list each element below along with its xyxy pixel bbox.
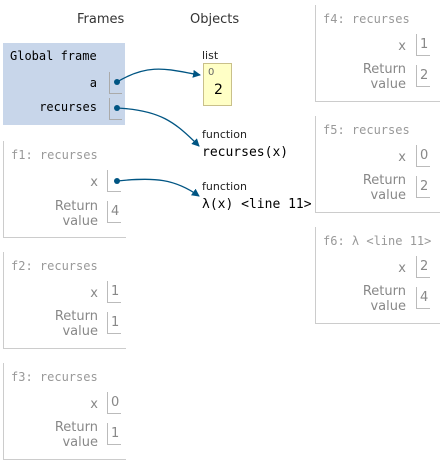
frame-f6-x-cell: 2 — [416, 256, 430, 278]
list-object-type: list — [202, 49, 219, 62]
pointer-a-arrow — [116, 68, 201, 83]
frame-f2-return-label: Return value — [55, 309, 98, 339]
return-label-line2: value — [62, 214, 98, 229]
frame-f2-x-cell: 1 — [107, 281, 121, 303]
frame-f2-return-cell: 1 — [107, 312, 121, 334]
return-label-line1: Return — [362, 62, 406, 77]
frame-f6: f6: λ <line 11> x 2 Return value 4 — [315, 227, 440, 324]
function-object-type: function — [202, 128, 247, 141]
frame-f1: f1: recurses x Return value 4 — [3, 141, 126, 238]
global-frame-title: Global frame — [10, 49, 97, 63]
frames-header: Frames — [77, 12, 125, 27]
function-recurses: recurses(x) — [202, 145, 289, 160]
global-var-a: a — [89, 76, 97, 90]
frame-f5-title: f5: recurses — [323, 123, 410, 137]
frame-f6-x-label: x — [398, 261, 406, 276]
frame-f5: f5: recurses x 0 Return value 2 — [315, 116, 440, 213]
frame-f3-return-cell: 1 — [107, 423, 121, 445]
global-var-a-cell — [109, 72, 122, 94]
return-label-line1: Return — [54, 199, 98, 214]
frame-f1-return-cell: 4 — [107, 201, 121, 223]
global-var-recurses: recurses — [39, 100, 97, 114]
frame-f5-return-cell: 2 — [416, 176, 430, 198]
frame-f2: f2: recurses x 1 Return value 1 — [3, 252, 126, 349]
return-label-line2: value — [370, 77, 406, 92]
frame-f3-x-label: x — [90, 397, 98, 412]
return-label-line1: Return — [362, 173, 406, 188]
global-var-recurses-cell — [109, 98, 122, 120]
return-label-line2: value — [62, 324, 98, 339]
return-label-line2: value — [370, 299, 406, 314]
pointer-f1-x-arrow — [116, 178, 200, 197]
return-label-line2: value — [370, 188, 406, 203]
function-lambda: λ(x) <line 11> — [202, 197, 312, 212]
objects-header: Objects — [190, 12, 240, 27]
frame-f4-return-label: Return value — [363, 62, 406, 92]
frame-f2-x-label: x — [90, 286, 98, 301]
frame-f1-return-label: Return value — [55, 199, 98, 229]
frame-f5-x-cell: 0 — [416, 145, 430, 167]
return-label-line2: value — [62, 435, 98, 450]
pointer-recurses-arrow — [116, 107, 200, 147]
frame-f3-return-label: Return value — [55, 420, 98, 450]
return-label-line1: Return — [54, 309, 98, 324]
function-object-type: function — [202, 180, 247, 193]
return-label-line1: Return — [54, 420, 98, 435]
list-object: 0 2 — [203, 63, 232, 106]
frame-f6-title: f6: λ <line 11> — [323, 234, 432, 248]
frame-f4: f4: recurses x 1 Return value 2 — [315, 5, 440, 102]
frame-f4-x-cell: 1 — [416, 34, 430, 56]
frame-f3: f3: recurses x 0 Return value 1 — [3, 363, 126, 460]
frame-f1-title: f1: recurses — [11, 148, 98, 162]
frame-f1-x-label: x — [90, 175, 98, 190]
frame-f4-return-cell: 2 — [416, 65, 430, 87]
frame-f5-return-label: Return value — [363, 173, 406, 203]
global-frame: Global frame a recurses — [3, 43, 125, 125]
frame-f6-return-label: Return value — [363, 284, 406, 314]
frame-f2-title: f2: recurses — [11, 259, 98, 273]
frame-f3-title: f3: recurses — [11, 370, 98, 384]
frame-f6-return-cell: 4 — [416, 287, 430, 309]
frame-f5-x-label: x — [398, 150, 406, 165]
frame-f4-x-label: x — [398, 39, 406, 54]
return-label-line1: Return — [362, 284, 406, 299]
frame-f3-x-cell: 0 — [107, 392, 121, 414]
list-value: 2 — [214, 82, 223, 98]
list-index: 0 — [208, 67, 215, 78]
frame-f1-x-cell — [107, 170, 121, 192]
frame-f4-title: f4: recurses — [323, 12, 410, 26]
